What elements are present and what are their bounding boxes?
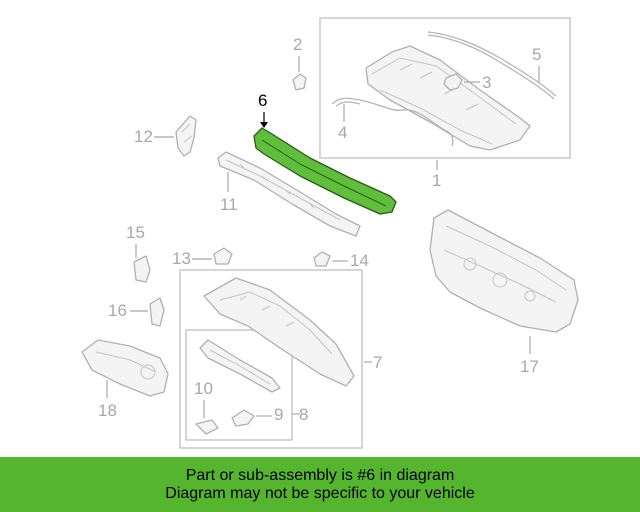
- callout-9: 9: [274, 405, 283, 424]
- firewall-part-17: [429, 209, 579, 333]
- parts-diagram: 1 2 3 4 5 6 7 8: [81, 17, 579, 449]
- bracket-part-16: [149, 297, 165, 327]
- callout-10: 10: [194, 379, 213, 398]
- bracket-part-12: [175, 115, 197, 157]
- weatherstrip-part-5: [427, 31, 557, 100]
- callout-12: 12: [134, 127, 153, 146]
- bracket-part-10: [195, 419, 219, 435]
- callout-6: 6: [258, 91, 267, 110]
- panel-part-18: [81, 339, 169, 397]
- leader-6-arrow: [260, 122, 268, 128]
- cowl-panel-part-1: [365, 45, 531, 151]
- callout-5: 5: [532, 45, 541, 64]
- cowl-reinforcement-part-6: [253, 127, 397, 215]
- dash-panel-part-7: [203, 277, 355, 387]
- banner-line-1: Part or sub-assembly is #6 in diagram: [185, 466, 455, 484]
- hose-part-4: [331, 97, 454, 147]
- callout-14: 14: [350, 251, 369, 270]
- group-box-7: [179, 269, 363, 449]
- callout-3: 3: [482, 73, 491, 92]
- cowl-member-part-11: [217, 151, 361, 237]
- clip-part-2: [292, 73, 307, 91]
- group-box-1: [319, 17, 571, 159]
- callout-17: 17: [520, 357, 539, 376]
- clip-part-13: [213, 247, 233, 265]
- clip-part-9: [231, 409, 255, 427]
- banner-line-2: Diagram may not be specific to your vehi…: [165, 484, 475, 502]
- callout-8: 8: [299, 405, 308, 424]
- callout-13: 13: [172, 249, 191, 268]
- callout-11: 11: [220, 195, 238, 214]
- group-box-8: [185, 329, 293, 441]
- callout-16: 16: [108, 301, 127, 320]
- callout-4: 4: [338, 123, 347, 142]
- callout-15: 15: [126, 223, 145, 242]
- fastener-part-3: [443, 73, 463, 91]
- bracket-part-15: [133, 255, 151, 283]
- bracket-part-8: [199, 339, 281, 393]
- callout-7: 7: [373, 353, 382, 372]
- clip-part-14: [313, 251, 331, 267]
- callout-2: 2: [293, 35, 302, 54]
- callout-18: 18: [98, 401, 117, 420]
- info-banner: Part or sub-assembly is #6 in diagram Di…: [0, 457, 640, 512]
- callout-1: 1: [432, 171, 441, 190]
